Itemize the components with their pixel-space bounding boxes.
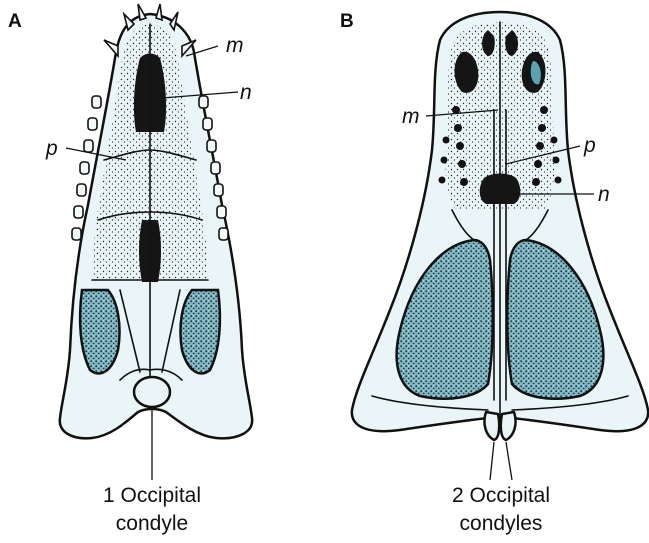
caption-b-line2: condyles (460, 512, 543, 535)
leader-b-condyles (490, 442, 512, 480)
label-b-p: p (583, 134, 596, 157)
panel-b: B (340, 11, 648, 535)
label-b-n: n (598, 183, 610, 206)
skull-b-occipital-condyle-left (484, 412, 499, 440)
caption-b-line1: 2 Occipital (452, 484, 550, 507)
skull-a-occipital-condyle (134, 377, 170, 407)
skull-b-occipital-condyle-right (501, 412, 516, 440)
label-b-m: m (402, 105, 420, 128)
label-a-p: p (45, 137, 58, 160)
skull-b-vacuity (480, 174, 521, 205)
caption-a-line1: 1 Occipital (103, 484, 201, 507)
panel-a: A (8, 4, 252, 535)
caption-a-line2: condyle (116, 512, 188, 535)
panel-b-label: B (340, 11, 354, 32)
panel-a-label: A (8, 11, 22, 32)
label-a-m: m (226, 34, 244, 57)
skull-b-illustration (352, 12, 648, 440)
label-a-n: n (240, 81, 252, 104)
skull-a-illustration (60, 4, 252, 438)
skull-a-fenestra-left (80, 290, 119, 373)
skull-a-fenestra-right (180, 290, 219, 373)
